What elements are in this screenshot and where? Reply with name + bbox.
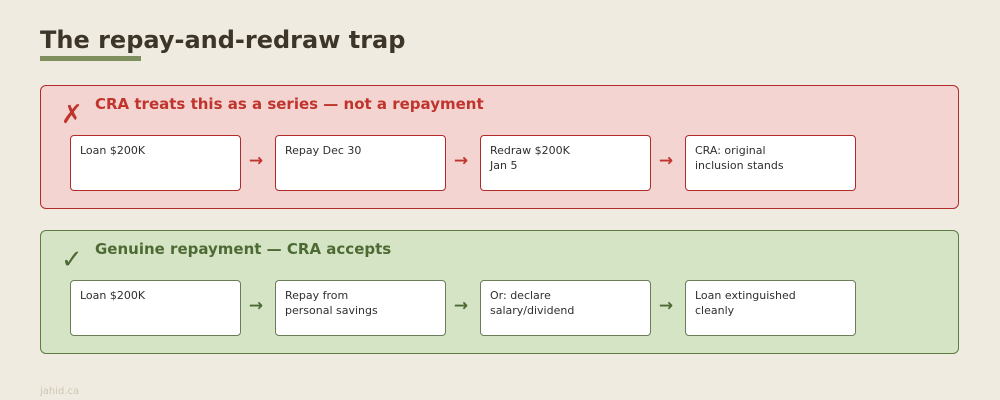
trap-step-outcome: CRA: original inclusion stands <box>685 135 856 191</box>
genuine-step-repay: Repay from personal savings <box>275 280 446 336</box>
page-title: The repay-and-redraw trap <box>40 26 406 54</box>
check-mark-icon: ✓ <box>61 245 83 275</box>
trap-step-repay: Repay Dec 30 <box>275 135 446 191</box>
arrow-right-icon: → <box>248 296 264 316</box>
cross-mark-icon: ✗ <box>61 100 83 130</box>
trap-step-redraw: Redraw $200K Jan 5 <box>480 135 651 191</box>
genuine-step-outcome: Loan extinguished cleanly <box>685 280 856 336</box>
genuine-step-alternative: Or: declare salary/dividend <box>480 280 651 336</box>
footer-credit: jahid.ca <box>40 386 80 397</box>
title-underline <box>40 56 141 61</box>
arrow-right-icon: → <box>453 296 469 316</box>
trap-panel-title: CRA treats this as a series — not a repa… <box>95 95 484 113</box>
genuine-step-loan: Loan $200K <box>70 280 241 336</box>
genuine-repayment-panel: ✓ Genuine repayment — CRA accepts Loan $… <box>40 230 959 354</box>
repay-redraw-trap-panel: ✗ CRA treats this as a series — not a re… <box>40 85 959 209</box>
arrow-right-icon: → <box>658 151 674 171</box>
arrow-right-icon: → <box>658 296 674 316</box>
trap-step-loan: Loan $200K <box>70 135 241 191</box>
arrow-right-icon: → <box>248 151 264 171</box>
arrow-right-icon: → <box>453 151 469 171</box>
genuine-panel-title: Genuine repayment — CRA accepts <box>95 240 392 258</box>
